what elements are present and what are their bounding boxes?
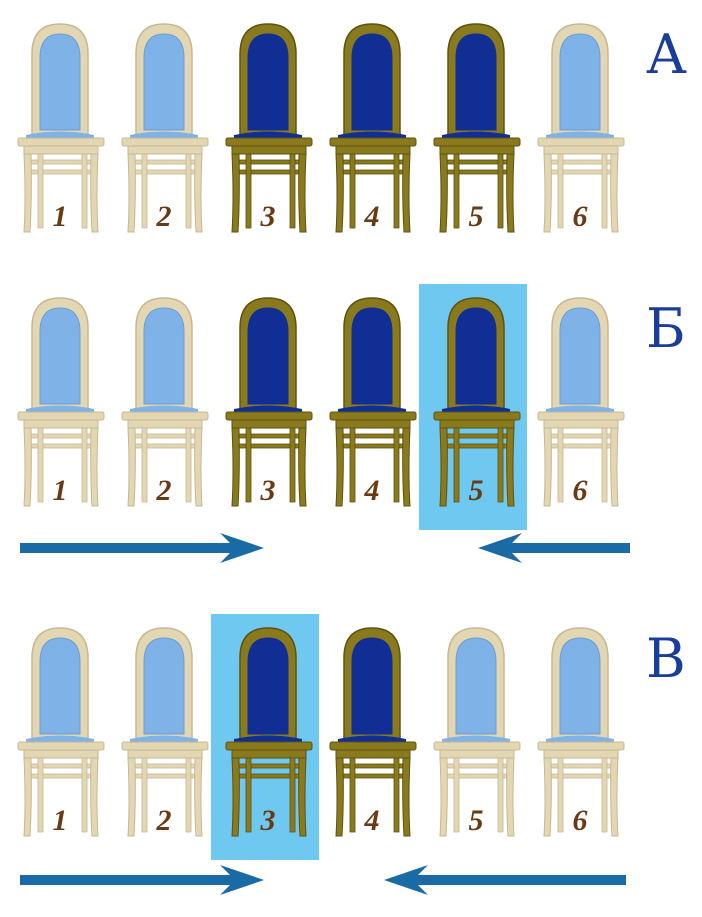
chair-number: 5 <box>468 804 484 837</box>
arrow-left-icon <box>478 533 630 563</box>
chair-number: 1 <box>52 200 68 233</box>
chair-light: 5 <box>426 622 526 842</box>
chair-drawing <box>433 297 521 507</box>
chair-drawing <box>225 23 313 233</box>
chair-drawing <box>121 297 209 507</box>
row-label-v: В <box>646 627 686 690</box>
chair-drawing <box>121 627 209 837</box>
chair-number: 2 <box>156 804 172 837</box>
chair-number: 2 <box>156 474 172 507</box>
chair-number: 4 <box>364 474 380 507</box>
chair-number: 3 <box>260 200 276 233</box>
chair-drawing <box>329 23 417 233</box>
arrow-right-icon <box>20 865 264 895</box>
chair-drawing <box>433 627 521 837</box>
chair-number: 3 <box>260 804 276 837</box>
chair-drawing <box>329 297 417 507</box>
chair-dark: 3 <box>218 622 318 842</box>
chair-number: 3 <box>260 474 276 507</box>
chair-drawing <box>17 297 105 507</box>
chair-drawing <box>329 627 417 837</box>
chair-drawing <box>225 627 313 837</box>
chair-dark: 3 <box>218 18 318 238</box>
row-b: Б 1 <box>10 284 686 563</box>
chair-light: 1 <box>10 18 110 238</box>
chair-drawing <box>537 23 625 233</box>
chair-dark: 4 <box>322 622 422 842</box>
chair-number: 2 <box>156 200 172 233</box>
chair-number: 4 <box>364 804 380 837</box>
chair-number: 6 <box>572 474 588 507</box>
chair-light: 2 <box>114 292 214 512</box>
chair-dark: 3 <box>218 292 318 512</box>
chair-light: 1 <box>10 292 110 512</box>
arrow-left-icon <box>384 865 626 895</box>
chair-number: 5 <box>468 200 484 233</box>
arrow-right-icon <box>20 533 264 563</box>
chair-dark: 4 <box>322 18 422 238</box>
chair-dark: 5 <box>426 18 526 238</box>
chair-number: 1 <box>52 474 68 507</box>
row-label-a: А <box>646 23 687 86</box>
chair-number: 6 <box>572 804 588 837</box>
chair-number: 1 <box>52 804 68 837</box>
chair-drawing <box>433 23 521 233</box>
chair-light: 1 <box>10 622 110 842</box>
chair-drawing <box>17 23 105 233</box>
chair-drawing <box>225 297 313 507</box>
chair-drawing <box>121 23 209 233</box>
chair-dark: 5 <box>426 292 526 512</box>
row-a: А 1 <box>0 0 702 260</box>
chair-number: 6 <box>572 200 588 233</box>
chair-drawing <box>17 627 105 837</box>
chair-drawing <box>537 627 625 837</box>
chair-light: 2 <box>114 622 214 842</box>
chair-light: 6 <box>530 18 630 238</box>
chair-light: 2 <box>114 18 214 238</box>
chair-light: 6 <box>530 622 630 842</box>
chair-drawing <box>537 297 625 507</box>
row-label-b: Б <box>646 297 686 360</box>
chair-number: 4 <box>364 200 380 233</box>
chair-light: 6 <box>530 292 630 512</box>
chair-dark: 4 <box>322 292 422 512</box>
chair-number: 5 <box>468 474 484 507</box>
